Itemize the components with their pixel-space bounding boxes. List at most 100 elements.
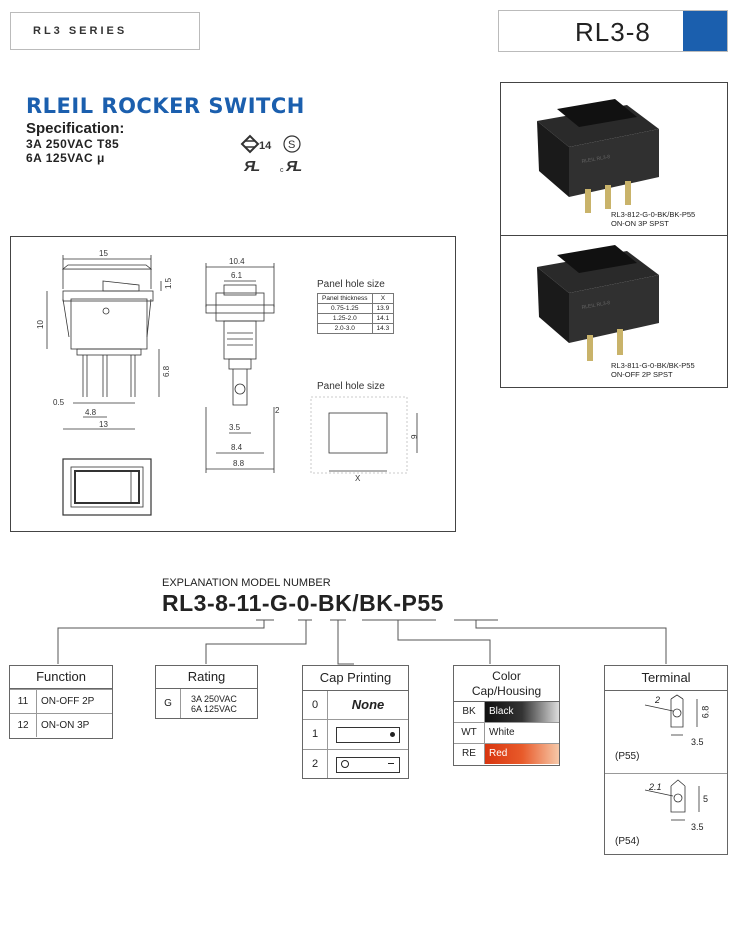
- function-desc: ON-ON 3P: [36, 713, 112, 737]
- color-code: BK: [454, 702, 485, 722]
- spec-line-1: 3A 250VAC T85: [26, 137, 120, 151]
- panel-hole-x: X: [355, 474, 361, 483]
- svg-text:S: S: [288, 139, 295, 151]
- svg-text:c: c: [280, 167, 284, 174]
- cap-printing-title: Cap Printing: [303, 666, 408, 691]
- rocker-switch-3p-image: RLEIL RL3-8: [537, 99, 659, 213]
- switch-dimension-drawing: 15 1.5 10 6.8 0.5 4.8 13 10.4 6.1 2 3.5 …: [36, 249, 419, 516]
- svg-text:14: 14: [259, 140, 272, 152]
- panel-hole-height: 9: [410, 434, 419, 439]
- cap-symbol-o-dash-icon: [328, 750, 408, 778]
- function-code: 12: [10, 713, 37, 737]
- svg-text:RLEIL RL3-8: RLEIL RL3-8: [581, 300, 611, 311]
- terminal-p54-drawing: [644, 779, 700, 821]
- cap-option-code: 2: [303, 750, 328, 778]
- dim-10-4: 10.4: [229, 257, 245, 266]
- dim-pitch-4-8: 4.8: [85, 408, 97, 417]
- terminal-title: Terminal: [605, 666, 727, 691]
- specification: Specification: 3A 250VAC T85 6A 125VAC μ: [26, 120, 124, 165]
- photo-1-caption-model: RL3-812-G-0-BK/BK-P55: [611, 210, 696, 219]
- terminal-p55-height: 6.8: [700, 705, 711, 719]
- terminal-p55-label: (P55): [615, 751, 640, 762]
- dim-cap-1-5: 1.5: [164, 277, 173, 289]
- dim-8-4: 8.4: [231, 443, 243, 452]
- color-panel: Color Cap/Housing BK Black WT White RE R…: [453, 665, 560, 766]
- table-header: Panel thickness: [317, 293, 373, 304]
- dim-pin-6-8: 6.8: [162, 365, 171, 377]
- color-red-swatch: Red: [485, 744, 559, 764]
- photo-rl3-812: RLEIL RL3-8 RL3-812-G-0-BK/BK-P55 ON-ON …: [501, 83, 727, 236]
- panel-hole-title-2: Panel hole size: [317, 381, 385, 392]
- color-white-swatch: White: [485, 723, 559, 743]
- svg-text:RLEIL RL3-8: RLEIL RL3-8: [581, 154, 611, 165]
- terminal-p54: 2.1 5 3.5 (P54): [605, 774, 727, 854]
- cap-option-code: 0: [303, 691, 328, 719]
- cap-option-none: None: [351, 697, 385, 712]
- spec-line-2: 6A 125VAC μ: [26, 151, 105, 165]
- spec-heading: Specification:: [26, 120, 125, 137]
- dim-6-1: 6.1: [231, 271, 243, 280]
- table-cell: 14.3: [371, 323, 395, 334]
- dim-width-15: 15: [99, 249, 108, 258]
- color-row: WT White: [454, 723, 559, 744]
- rating-line-2: 6A 125VAC: [191, 703, 237, 714]
- svg-text:L: L: [293, 158, 302, 175]
- table-cell: 13.9: [371, 303, 395, 314]
- table-cell: 14.1: [371, 313, 395, 324]
- photo-rl3-811: RLEIL RL3-8 RL3-811-G-0-BK/BK-P55 ON-OFF…: [501, 235, 727, 387]
- dim-pin-0-5: 0.5: [53, 398, 65, 407]
- dim-hole-2: 2: [275, 406, 280, 415]
- table-cell: 0.75-1.25: [317, 303, 373, 314]
- photo-2-caption-type: ON-OFF 2P SPST: [611, 370, 673, 379]
- table-cell: 1.25-2.0: [317, 313, 373, 324]
- function-desc: ON-OFF 2P: [36, 689, 112, 714]
- terminal-p55: 2 6.8 3.5 (P55): [605, 691, 727, 774]
- enec-mark-icon: 14 S Я L c Я L: [240, 134, 302, 175]
- color-code: RE: [454, 744, 485, 764]
- dim-total-13: 13: [99, 420, 108, 429]
- terminal-p55-width: 3.5: [691, 737, 704, 747]
- terminal-panel: Terminal 2 6.8 3.5 (P55) 2.1: [604, 665, 728, 855]
- svg-text:Я: Я: [285, 158, 298, 175]
- series-label: RL3 SERIES: [33, 25, 128, 37]
- color-row: RE Red: [454, 744, 559, 764]
- model-code-connectors: [57, 619, 667, 665]
- cap-option-code: 1: [303, 720, 328, 749]
- photo-2-caption-model: RL3-811-G-0-BK/BK-P55: [611, 361, 695, 370]
- product-photos: RLEIL RL3-8 RL3-812-G-0-BK/BK-P55 ON-ON …: [500, 82, 728, 388]
- cap-option-row: 1: [303, 720, 408, 750]
- dim-8-8: 8.8: [233, 459, 245, 468]
- terminal-p54-label: (P54): [615, 836, 640, 847]
- terminal-p55-drawing: [644, 694, 698, 736]
- color-subtitle: Cap/Housing: [471, 684, 542, 698]
- explanation-title: EXPLANATION MODEL NUMBER: [162, 577, 331, 589]
- terminal-p54-width: 3.5: [691, 822, 704, 832]
- color-black-swatch: Black: [485, 702, 559, 722]
- color-row: BK Black: [454, 702, 559, 723]
- dim-3-5: 3.5: [229, 423, 241, 432]
- terminal-p55-hole: 2: [655, 695, 661, 705]
- dimension-drawing: 15 1.5 10 6.8 0.5 4.8 13 10.4 6.1 2 3.5 …: [10, 236, 456, 532]
- series-label-box: RL3 SERIES: [10, 12, 200, 50]
- model-code: RL3-8-11-G-0-BK/BK-P55: [162, 590, 444, 616]
- cap-symbol-dot-icon: [328, 720, 408, 749]
- model-label-box: RL3-8: [498, 10, 728, 52]
- function-title: Function: [10, 666, 112, 689]
- rocker-switch-2p-image: RLEIL RL3-8: [537, 245, 659, 361]
- panel-hole-title: Panel hole size: [317, 279, 385, 290]
- brand-color-block: [683, 11, 727, 51]
- photo-1-caption-type: ON-ON 3P SPST: [611, 219, 669, 228]
- cap-printing-panel: Cap Printing 0 None 1 2: [302, 665, 409, 779]
- dim-height-10: 10: [36, 320, 45, 329]
- rating-title: Rating: [156, 666, 257, 689]
- svg-text:Я: Я: [243, 158, 256, 175]
- certification-marks: 14 S Я L c Я L: [240, 132, 310, 176]
- color-title: Color: [492, 669, 521, 683]
- cap-option-row: 2: [303, 750, 408, 778]
- svg-text:L: L: [251, 158, 260, 175]
